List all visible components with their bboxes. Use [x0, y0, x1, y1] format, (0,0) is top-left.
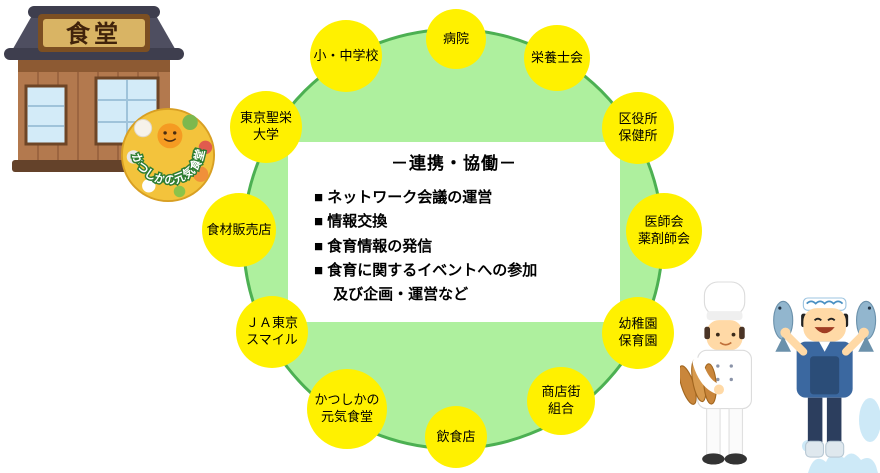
node-elementary-junior-high-schools-label: 小・中学校 — [313, 47, 379, 63]
node-food-retailers: 食材販売店 — [202, 193, 276, 267]
genki-shokudo-logo: かつしかの元気食堂 — [120, 107, 216, 203]
center-item-event-participation: ■ 食育に関するイベントへの参加 — [314, 261, 538, 279]
node-medical-pharmacist-association-label: 医師会 薬剤師会 — [637, 214, 690, 246]
center-item-food-education-info: ■ 食育情報の発信 — [314, 237, 433, 255]
center-box: －連携・協働－ ■ ネットワーク会議の運営 ■ 情報交換 ■ 食育情報の発信 ■… — [288, 142, 620, 322]
center-box-title: －連携・協働－ — [391, 154, 517, 173]
node-ward-office-health-center: 区役所 保健所 — [602, 92, 674, 164]
fishmonger-apron — [810, 356, 840, 395]
node-tokyo-seiei-university: 東京聖栄 大学 — [230, 91, 302, 163]
shop-signboard: 食堂 — [38, 14, 150, 52]
node-kindergarten-nursery-label: 幼稚園 保育園 — [618, 316, 658, 348]
node-ja-tokyo-smile-label: ＪＡ東京 スマイル — [245, 315, 298, 347]
node-dietitian-association-label: 栄養士会 — [530, 49, 583, 65]
node-hospital: 病院 — [426, 9, 486, 69]
fish-right — [856, 300, 877, 352]
node-katsushika-genki-shokudo-label: かつしかの 元気食堂 — [314, 392, 380, 424]
center-item-network-meeting: ■ ネットワーク会議の運営 — [314, 189, 493, 206]
chef-hat — [706, 311, 743, 321]
logo-food-icons — [126, 114, 213, 198]
chef-face — [706, 320, 743, 351]
node-food-retailers-label: 食材販売店 — [206, 221, 272, 237]
node-kindergarten-nursery: 幼稚園 保育園 — [602, 297, 674, 369]
center-box-items: ■ ネットワーク会議の運営 ■ 情報交換 ■ 食育情報の発信 ■ 食育に関するイ… — [288, 174, 620, 307]
node-hospital-label: 病院 — [442, 30, 469, 46]
chef-hand — [713, 384, 724, 395]
fishmonger-figure — [773, 297, 877, 458]
node-ward-office-health-center-label: 区役所 保健所 — [618, 111, 658, 143]
shop-sign-text: 食堂 — [66, 20, 122, 48]
node-ja-tokyo-smile: ＪＡ東京 スマイル — [236, 296, 308, 368]
node-dietitian-association: 栄養士会 — [524, 25, 590, 91]
fishmonger-face — [803, 308, 846, 342]
fishmonger-arm-right — [842, 329, 868, 356]
center-item-planning-operation: 及び企画・運営など — [314, 286, 469, 304]
node-tokyo-seiei-university-label: 東京聖栄 大学 — [239, 110, 292, 142]
node-elementary-junior-high-schools: 小・中学校 — [310, 20, 382, 92]
display-window — [24, 84, 68, 146]
node-shopping-district-union: 商店街 組合 — [527, 367, 595, 435]
node-medical-pharmacist-association: 医師会 薬剤師会 — [626, 193, 702, 269]
node-shopping-district-union-label: 商店街 組合 — [541, 384, 581, 416]
fish-left — [773, 300, 794, 352]
node-katsushika-genki-shokudo: かつしかの 元気食堂 — [307, 369, 387, 449]
node-restaurants: 飲食店 — [425, 406, 487, 468]
center-item-info-exchange: ■ 情報交換 — [314, 213, 388, 231]
node-restaurants-label: 飲食店 — [436, 428, 476, 444]
chef-and-fishmonger-illustration — [680, 281, 880, 473]
fishmonger-arm-left — [781, 329, 808, 356]
logo-smiley-face — [157, 123, 183, 149]
chef-figure — [680, 281, 753, 465]
